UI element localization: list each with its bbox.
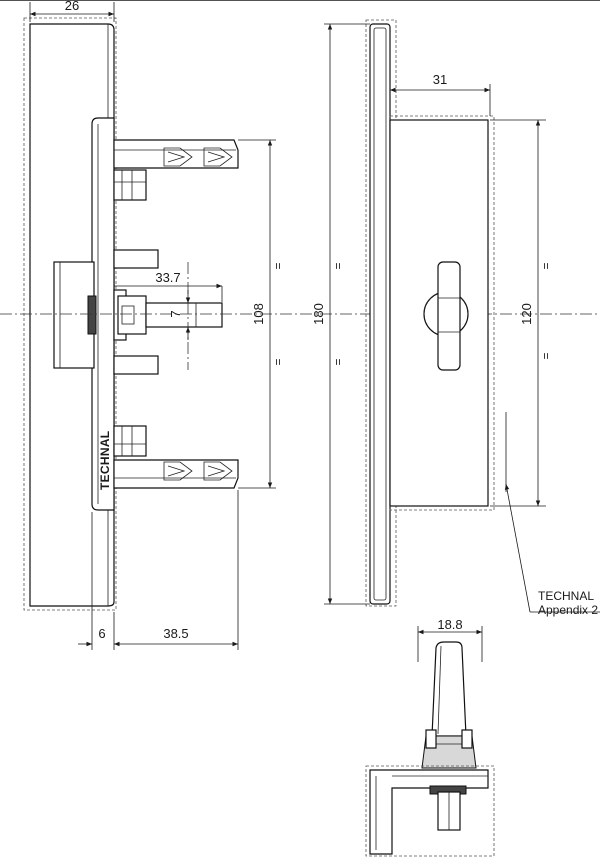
side-view-upper-tab — [113, 249, 159, 269]
side-view-knob — [53, 261, 95, 369]
equal-mark-front-upper: = — [331, 262, 345, 269]
side-view-base-plate — [29, 23, 115, 607]
dim-front-depth: 31 — [433, 72, 447, 87]
dim-base-offset: 6 — [98, 626, 105, 641]
equal-mark-left-upper: = — [271, 262, 285, 269]
side-view-spindle-socket — [121, 305, 135, 325]
side-view-lower-claw — [113, 459, 239, 489]
leader-line — [504, 483, 531, 613]
bottom-view-base — [369, 769, 489, 855]
side-view-dimensions: 26 33.7 7 108 = = 6 38.5 — [29, 0, 285, 650]
dim-bottom-width: 18.8 — [437, 617, 462, 632]
brand-mark: TECHNAL — [98, 431, 112, 490]
front-view-dimensions: 31 180 = = 120 = = — [311, 23, 553, 605]
dim-left-width: 26 — [65, 0, 79, 13]
bottom-view-base-outline — [365, 765, 495, 857]
side-view-upper-arrow-2 — [203, 147, 233, 167]
bottom-view-lever — [431, 641, 467, 737]
front-view — [365, 19, 495, 607]
side-view-lower-peg-block — [113, 425, 147, 457]
side-view-lower-arrow-1 — [163, 461, 193, 481]
dim-left-height: 108 — [251, 303, 266, 325]
side-view-upper-claw — [113, 139, 239, 169]
bottom-view-collar-lug-right — [461, 729, 473, 749]
front-view-plate-outline — [389, 115, 495, 511]
equal-mark-right-upper: = — [539, 262, 553, 269]
side-view-square-stem — [145, 302, 223, 328]
dim-overall-height: 180 — [311, 303, 326, 325]
front-view-rail — [369, 23, 391, 605]
front-view-lever — [437, 261, 461, 371]
dim-stem-length: 33.7 — [155, 270, 180, 285]
dim-plate-height: 120 — [519, 303, 534, 325]
side-view-knob-clip — [87, 295, 97, 335]
note-leader: TECHNAL Appendix 2 — [504, 412, 600, 617]
side-view-upper-peg-block — [113, 169, 147, 201]
equal-mark-front-lower: = — [331, 358, 345, 365]
bottom-view: 18.8 — [365, 617, 495, 857]
side-view-lower-tab — [113, 355, 159, 375]
front-view-rail-inner — [373, 27, 387, 601]
dim-stem-size: 7 — [168, 310, 183, 317]
note-line-2: Appendix 2 — [538, 603, 598, 617]
bottom-view-lever-edge — [437, 645, 442, 735]
bottom-view-collar-lug-left — [425, 729, 437, 749]
note-line-1: TECHNAL — [538, 589, 594, 603]
equal-mark-right-lower: = — [539, 352, 553, 359]
side-view-lower-arrow-2 — [203, 461, 233, 481]
dim-projection: 38.5 — [163, 626, 188, 641]
equal-mark-left-lower: = — [271, 358, 285, 365]
side-view-upper-arrow-1 — [163, 147, 193, 167]
